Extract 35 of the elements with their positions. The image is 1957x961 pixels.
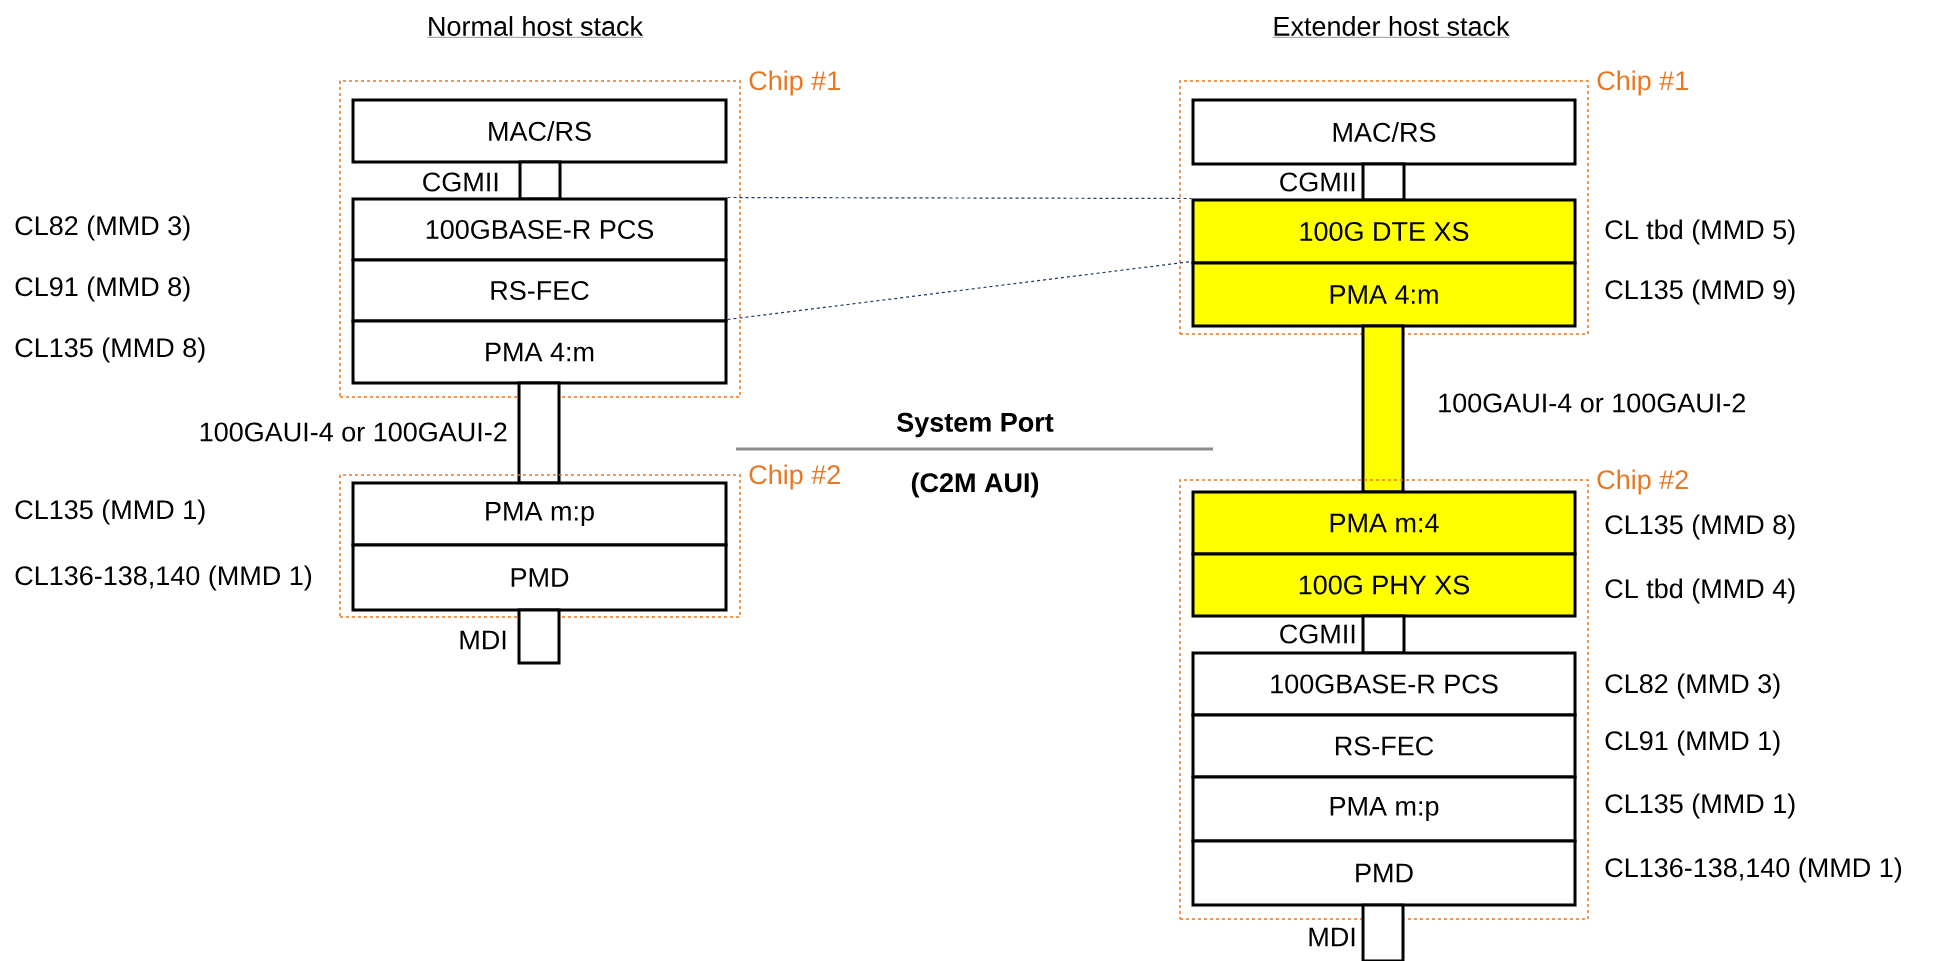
- clause-annotation: CL82 (MMD 3): [15, 215, 190, 241]
- mapping-line: [726, 196, 1193, 200]
- chip-label: Chip #1: [1597, 70, 1688, 96]
- chip-label: Chip #2: [1597, 469, 1688, 495]
- layer-annotation: 100GAUI-4 or 100GAUI-2: [200, 422, 507, 442]
- layer-box: RS-FEC: [351, 258, 728, 323]
- layer-annotation: CL135 (MMD 9): [1605, 279, 1795, 305]
- layer-annotation: CGMII: [1280, 172, 1355, 192]
- layer-box: 100G DTE XS: [1191, 198, 1577, 265]
- clause-annotation: CL135 (MMD 1): [15, 499, 205, 525]
- layer-annotation: CGMII: [1280, 624, 1355, 644]
- layer-annotation: CL tbd (MMD 5): [1605, 219, 1795, 245]
- layer-box: PMA m:p: [1191, 775, 1577, 843]
- layer-annotation: 100GAUI-4 or 100GAUI-2: [1439, 393, 1745, 413]
- section-subheading: (C2M AUI): [911, 472, 1039, 498]
- section-heading: System Port: [897, 412, 1054, 438]
- clause-annotation: CL135 (MMD 8): [15, 337, 205, 363]
- layer-annotation: CL136-138,140 (MMD 1): [1605, 857, 1902, 883]
- layer-annotation: CL91 (MMD 1): [1605, 730, 1780, 756]
- clause-annotation: CL136-138,140 (MMD 1): [15, 565, 312, 591]
- title-text: Normal host stack: [426, 16, 644, 38]
- layer-annotation: MDI: [1309, 927, 1355, 947]
- layer-annotation: CL82 (MMD 3): [1605, 673, 1780, 699]
- layer-annotation: CGMII: [423, 172, 498, 192]
- mapping-line: [726, 260, 1193, 321]
- title-text: Extender host stack: [1272, 16, 1510, 38]
- layer-annotation: CL tbd (MMD 4): [1605, 578, 1795, 604]
- chip-label: Chip #1: [749, 70, 840, 96]
- layer-annotation: CL135 (MMD 1): [1605, 793, 1795, 819]
- layer-box: 100G PHY XS: [1191, 552, 1577, 618]
- clause-annotation: CL91 (MMD 8): [15, 276, 190, 302]
- layer-box: RS-FEC: [1191, 713, 1577, 779]
- layer-annotation: CL135 (MMD 8): [1605, 514, 1795, 540]
- layer-annotation: MDI: [460, 630, 506, 650]
- chip-label: Chip #2: [749, 464, 840, 490]
